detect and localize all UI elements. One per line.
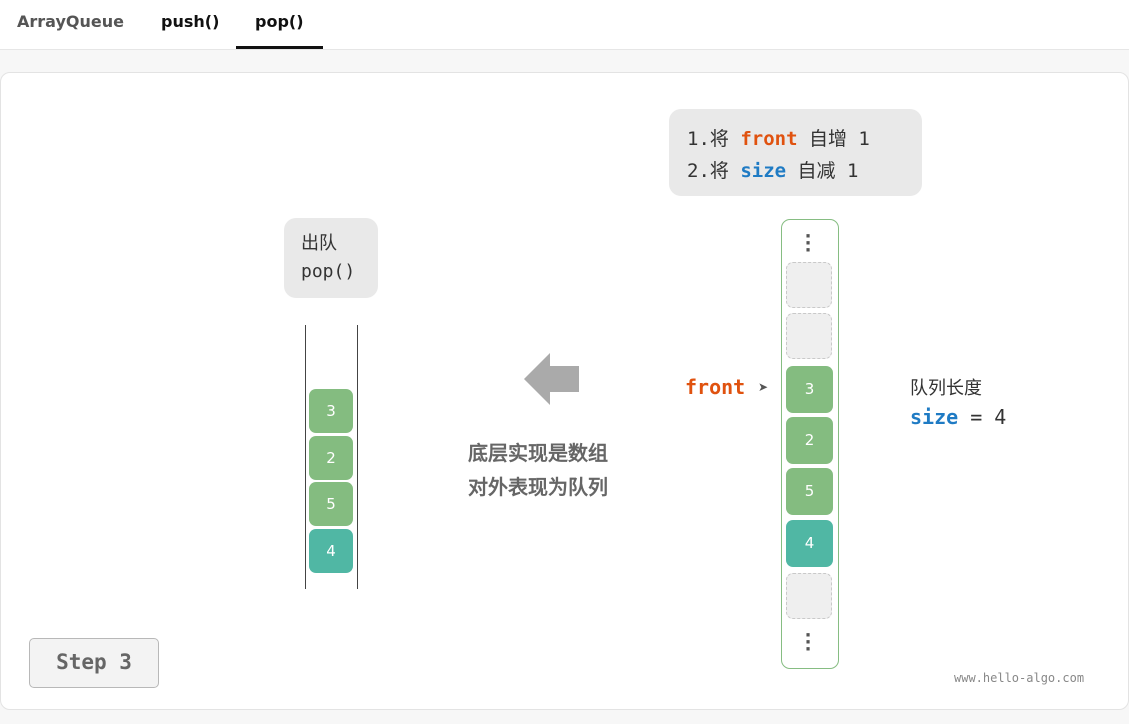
left-arrow-icon (524, 353, 579, 405)
note-line-2: 2.将 size 自减 1 (687, 160, 859, 182)
tab-arrayqueue[interactable]: ArrayQueue (17, 12, 124, 31)
operation-note: 1.将 front 自增 1 2.将 size 自减 1 (669, 109, 922, 196)
front-pointer-icon: ➤ (758, 380, 769, 394)
pop-label-code: pop() (301, 261, 356, 282)
center-caption-line-2: 对外表现为队列 (468, 475, 608, 499)
ellipsis-bottom-icon: ··· (804, 625, 812, 660)
queue-left-wall (305, 325, 306, 589)
queue-cell: 5 (309, 482, 353, 526)
array-slot-empty (786, 573, 832, 619)
center-caption: 底层实现是数组 对外表现为队列 (468, 436, 608, 504)
step-button[interactable]: Step 3 (29, 638, 159, 688)
array-slot-empty (786, 262, 832, 308)
array-slot: 3 (786, 366, 833, 413)
array-slot: 5 (786, 468, 833, 515)
tab-push[interactable]: push() (161, 12, 220, 31)
queue-cell: 2 (309, 436, 353, 480)
queue-cell: 3 (309, 389, 353, 433)
array-slot-empty (786, 313, 832, 359)
array-slot: 2 (786, 417, 833, 464)
active-tab-indicator (236, 46, 323, 49)
ellipsis-top-icon: ··· (804, 226, 812, 261)
watermark: www.hello-algo.com (954, 671, 1085, 685)
note-line-1: 1.将 front 自增 1 (687, 128, 870, 150)
tab-bar: ArrayQueue push() pop() (0, 0, 1129, 50)
size-value: size = 4 (910, 405, 1007, 429)
queue-length-label: 队列长度 (910, 378, 982, 399)
queue-right-wall (357, 325, 358, 589)
tab-pop[interactable]: pop() (255, 12, 304, 31)
pop-label-title: 出队 (301, 233, 337, 254)
pop-label-box: 出队 pop() (284, 218, 378, 298)
front-label: front (685, 375, 746, 399)
center-caption-line-1: 底层实现是数组 (468, 441, 608, 465)
queue-cell: 4 (309, 529, 353, 573)
array-slot: 4 (786, 520, 833, 567)
